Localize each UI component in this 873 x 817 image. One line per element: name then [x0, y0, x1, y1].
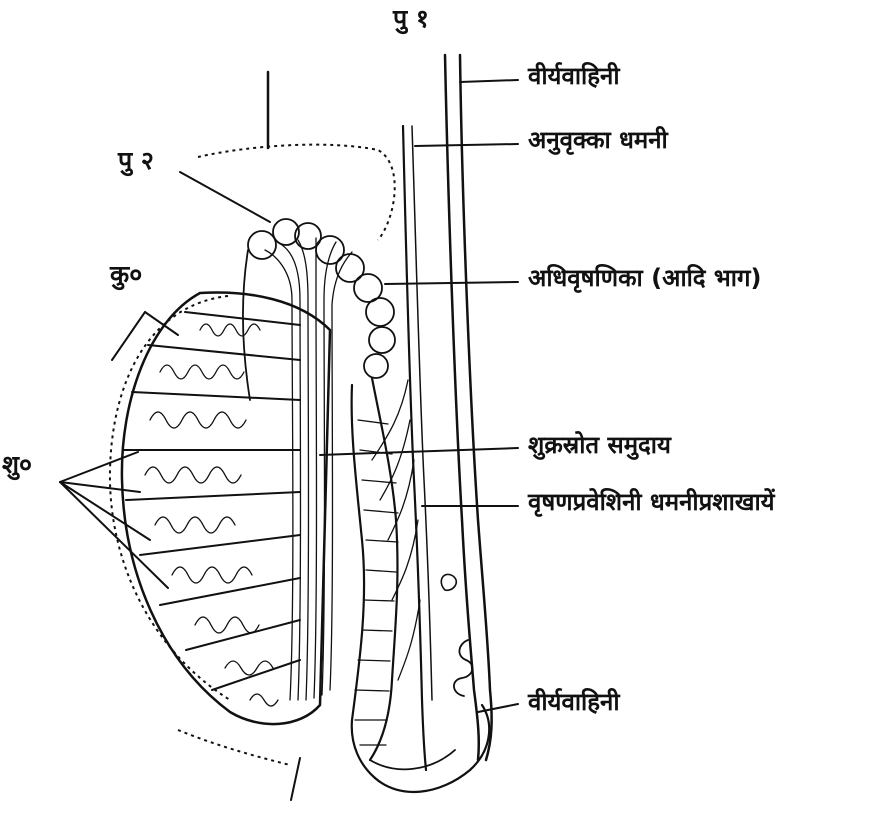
testicular-artery-inner — [412, 126, 432, 700]
label-vas-deferens-top: वीर्यवाहिनी — [528, 64, 620, 88]
label-efferent-ducts: शुक्रस्रोत समुदाय — [528, 433, 671, 457]
bottom-tick — [291, 758, 300, 800]
label-epididymis-head: अधिवृषणिका (आदि भाग) — [528, 266, 761, 290]
lobule-septa — [124, 312, 300, 690]
figure-label-shu: शु० — [2, 452, 32, 477]
epididymis-tail — [375, 705, 489, 792]
tunica-outline-bottom — [178, 730, 290, 765]
figure-label-ku: कु० — [110, 262, 142, 287]
figure-label-pu1: पु १ — [393, 6, 429, 31]
label-vas-deferens-bottom: वीर्यवाहिनी — [528, 690, 620, 714]
epididymis-tail-inner — [370, 750, 455, 769]
efferent-duct-bundle — [265, 238, 352, 700]
epididymis-body — [370, 378, 397, 760]
epididymis-body-inner — [352, 385, 375, 778]
seminiferous-tubules — [145, 324, 278, 706]
vas-deferens-inner — [460, 55, 492, 760]
label-testicular-artery: अनुवृक्का धमनी — [528, 128, 668, 152]
artery-loop — [441, 574, 456, 590]
epididymis-head — [243, 219, 395, 400]
figure-label-pu2: पु २ — [118, 148, 154, 173]
label-artery-branches: वृषणप्रवेशिनी धमनीप्रशाखायें — [528, 490, 775, 514]
